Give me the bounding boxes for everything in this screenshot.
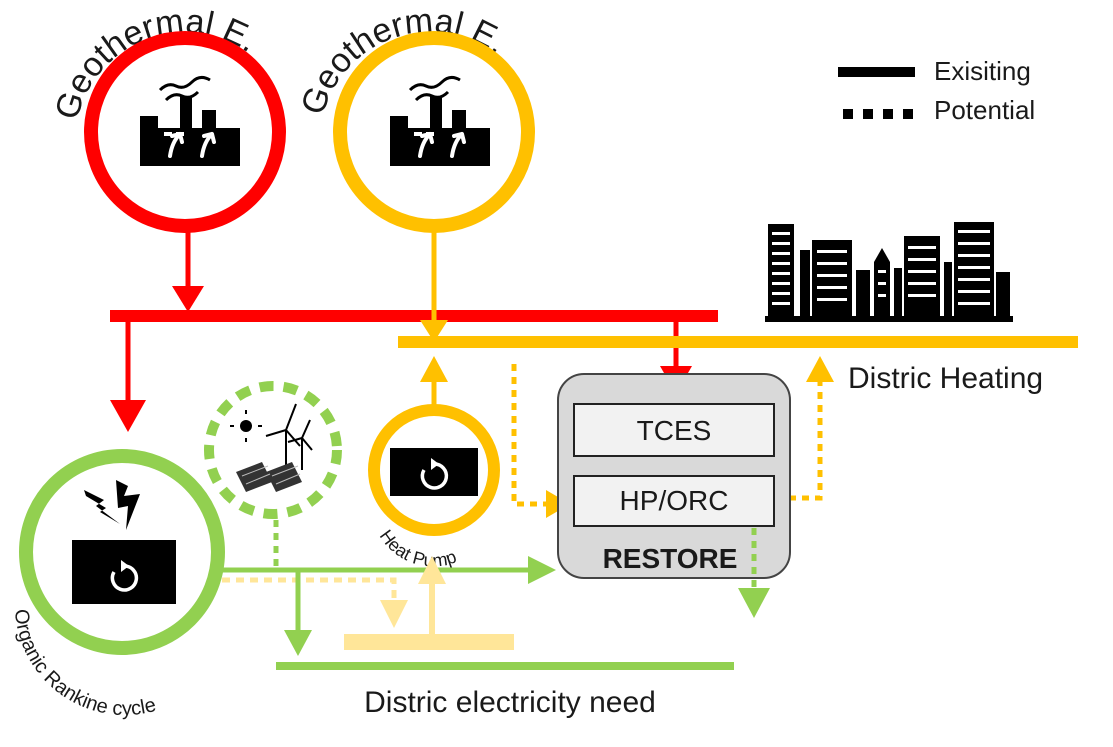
heat-pump-node: Heat Pump	[368, 404, 500, 571]
hp-orc-label: HP/ORC	[620, 485, 729, 516]
geothermal-1-label: Geothermal E.	[48, 2, 265, 124]
renewables-ring	[204, 381, 342, 519]
cycle-icon	[72, 540, 176, 604]
arrow-head	[380, 600, 408, 628]
city-skyline-icon	[765, 222, 1013, 322]
restore-label: RESTORE	[603, 543, 738, 574]
potential-heat-in-line	[511, 364, 548, 507]
orc-node: Organic Rankine cycle	[10, 449, 225, 720]
legend-existing-label: Exisiting	[934, 56, 1031, 86]
factory-icon	[138, 75, 242, 168]
renewables-node	[204, 381, 342, 519]
arrow-head	[172, 286, 204, 312]
orc-potential-pale-line	[222, 577, 397, 602]
arrow-head	[420, 320, 448, 342]
arrow-head	[418, 556, 446, 584]
legend-potential-label: Potential	[934, 95, 1035, 125]
district-heating-label: Distric Heating	[848, 362, 1043, 395]
arrow-head	[284, 630, 312, 656]
arrow-head	[806, 356, 834, 382]
tces-label: TCES	[637, 415, 712, 446]
arrow-head	[420, 356, 448, 382]
orc-ring	[19, 449, 225, 655]
arrow-head	[738, 588, 770, 618]
geothermal-1-ring	[84, 31, 286, 233]
lightning-icon	[84, 480, 140, 530]
solar-wind-icon	[230, 403, 313, 492]
arrow-head	[528, 556, 556, 584]
geothermal-source-1: Geothermal E.	[48, 2, 286, 233]
hp-orc-box	[573, 475, 775, 527]
geothermal-2-label: Geothermal E.	[294, 1, 515, 119]
district-electricity-label: Distric electricity need	[364, 686, 656, 719]
restore-unit: TCES HP/ORC RESTORE	[557, 373, 791, 579]
geothermal-source-2: Geothermal E.	[294, 1, 535, 233]
arrow-head	[110, 400, 146, 432]
orc-label: Organic Rankine cycle	[10, 608, 158, 720]
heat-pump-ring	[368, 404, 500, 536]
factory-icon	[388, 75, 492, 168]
legend: Exisiting Potential	[838, 56, 1035, 125]
tces-box	[573, 403, 775, 457]
